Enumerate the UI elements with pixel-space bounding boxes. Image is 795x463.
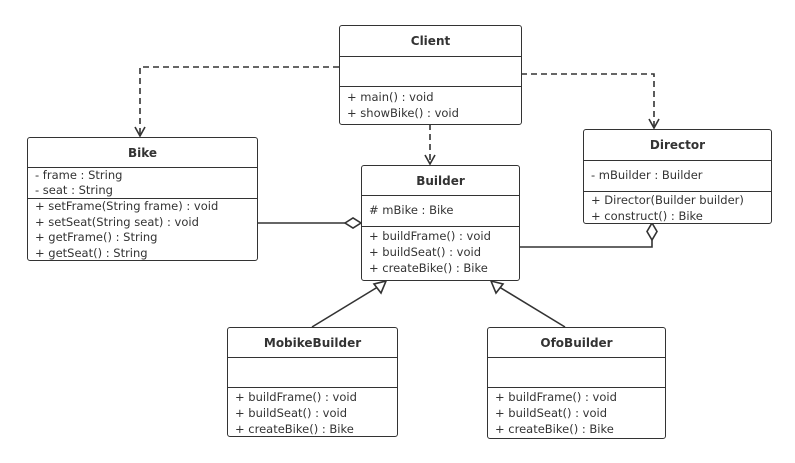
attributes-section: [340, 57, 521, 87]
method: + createBike() : Bike: [495, 422, 614, 436]
generalization-triangle-ofo: [489, 279, 505, 295]
aggregation-builder-director: [519, 240, 653, 248]
class-client[interactable]: Client + main() : void + showBike() : vo…: [339, 25, 522, 125]
generalization-ofo-builder: [495, 284, 566, 328]
generalization-triangle-mobike: [372, 279, 388, 295]
dependency-client-director: [521, 73, 655, 126]
method: + showBike() : void: [347, 106, 459, 120]
method: + construct() : Bike: [591, 209, 703, 223]
methods-section: + buildFrame() : void + buildSeat() : vo…: [488, 388, 665, 438]
methods-section: + setFrame(String frame) : void + setSea…: [28, 199, 257, 260]
method: + buildSeat() : void: [495, 406, 607, 420]
attributes-section: - frame : String - seat : String: [28, 168, 257, 199]
class-mobike-builder[interactable]: MobikeBuilder + buildFrame() : void + bu…: [227, 327, 398, 437]
attributes-section: # mBike : Bike: [362, 196, 519, 227]
attributes-section: [228, 358, 397, 388]
class-bike[interactable]: Bike - frame : String - seat : String + …: [27, 137, 258, 261]
class-name: OfoBuilder: [488, 328, 665, 358]
dependency-arrow-bike: [134, 126, 146, 138]
method: + buildFrame() : void: [235, 390, 357, 404]
generalization-mobike-builder: [311, 284, 382, 328]
method: + main() : void: [347, 90, 434, 104]
class-name: Client: [340, 26, 521, 57]
class-director[interactable]: Director - mBuilder : Builder + Director…: [583, 129, 772, 224]
method: + createBike() : Bike: [369, 261, 488, 275]
class-ofo-builder[interactable]: OfoBuilder + buildFrame() : void + build…: [487, 327, 666, 439]
class-name: Builder: [362, 166, 519, 196]
methods-section: + Director(Builder builder) + construct(…: [584, 192, 771, 223]
attributes-section: [488, 358, 665, 388]
method: + buildFrame() : void: [369, 229, 491, 243]
methods-section: + main() : void + showBike() : void: [340, 87, 521, 123]
aggregation-diamond-builder: [343, 217, 363, 229]
method: + getSeat() : String: [35, 245, 148, 260]
class-name: Director: [584, 130, 771, 161]
method: + createBike() : Bike: [235, 422, 354, 436]
methods-section: + buildFrame() : void + buildSeat() : vo…: [362, 227, 519, 278]
class-builder[interactable]: Builder # mBike : Bike + buildFrame() : …: [361, 165, 520, 281]
method: + setFrame(String frame) : void: [35, 199, 219, 213]
method: + setSeat(String seat) : void: [35, 214, 199, 229]
attribute: # mBike : Bike: [369, 203, 454, 217]
method: + getFrame() : String: [35, 230, 158, 244]
dependency-arrow-director: [648, 118, 660, 130]
dependency-arrow-builder: [424, 154, 436, 166]
attribute: - mBuilder : Builder: [591, 168, 703, 182]
method: + buildSeat() : void: [369, 245, 481, 259]
attribute: - seat : String: [35, 183, 113, 197]
method: + buildFrame() : void: [495, 390, 617, 404]
dependency-client-bike: [139, 66, 339, 134]
class-name: MobikeBuilder: [228, 328, 397, 358]
class-name: Bike: [28, 138, 257, 168]
attribute: - frame : String: [35, 168, 123, 182]
attributes-section: - mBuilder : Builder: [584, 161, 771, 192]
methods-section: + buildFrame() : void + buildSeat() : vo…: [228, 388, 397, 436]
aggregation-diamond-director: [646, 221, 658, 242]
method: + buildSeat() : void: [235, 406, 347, 420]
method: + Director(Builder builder): [591, 193, 744, 207]
